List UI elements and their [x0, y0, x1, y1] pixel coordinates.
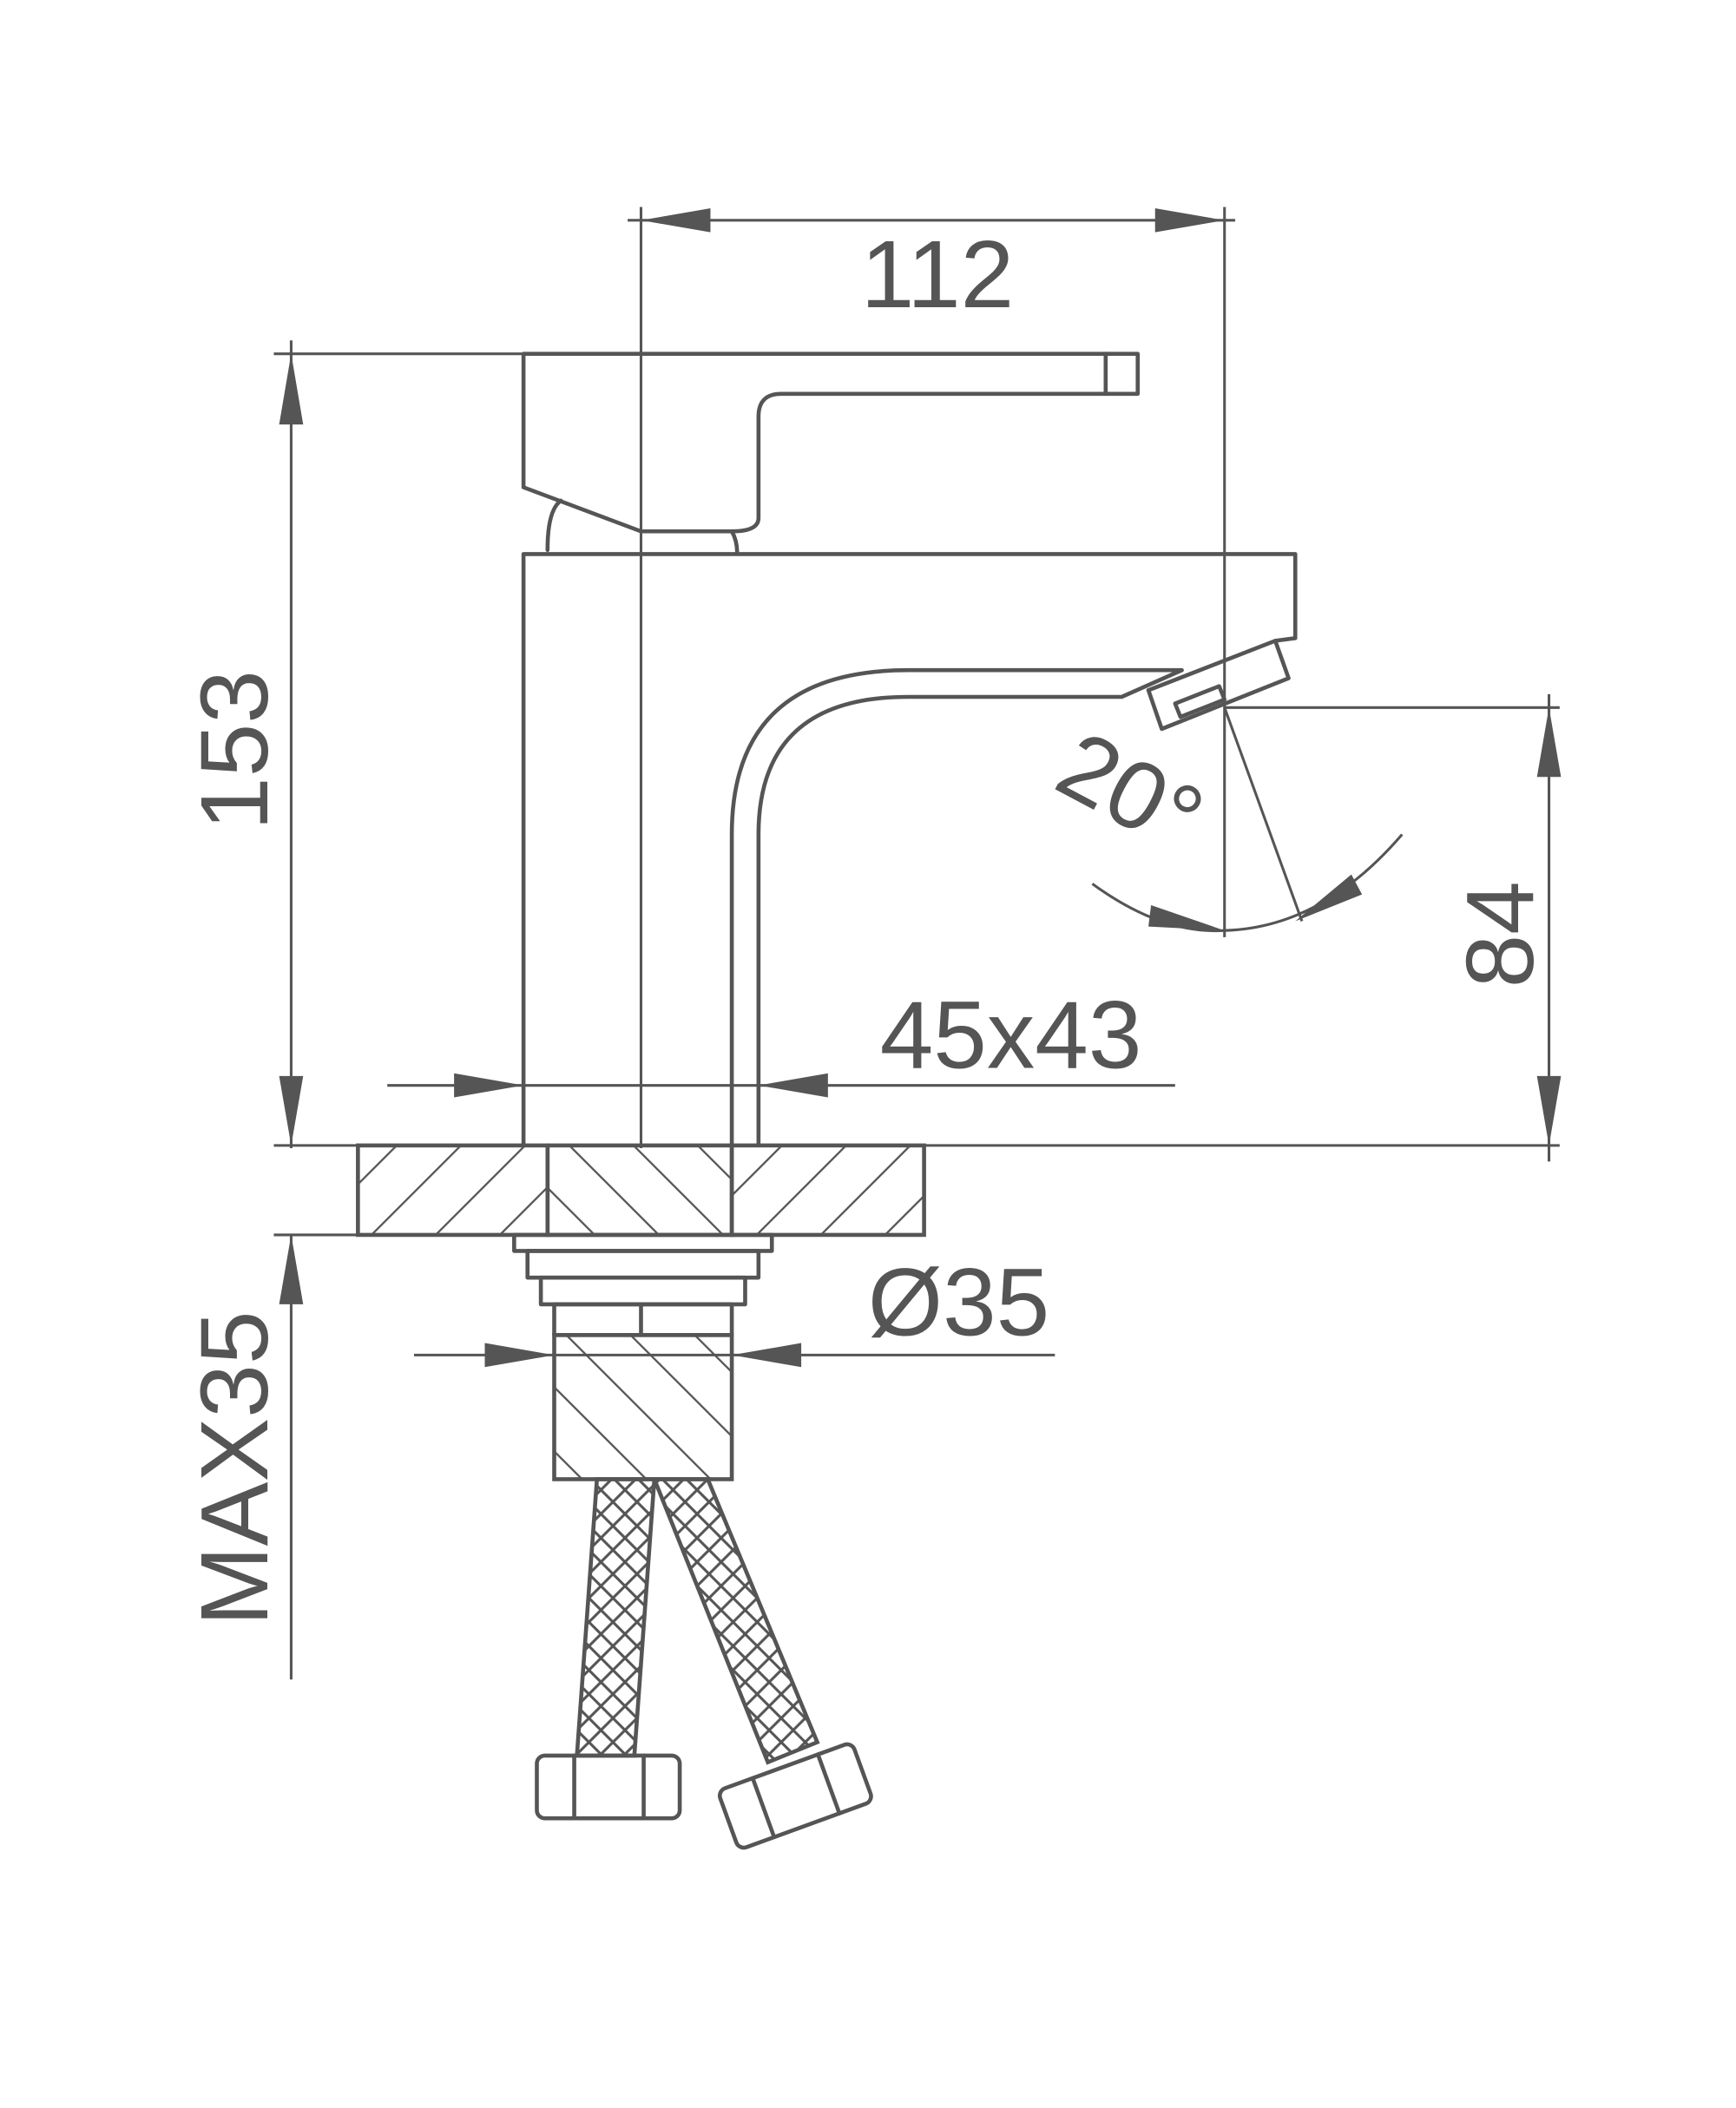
hose-nut-right — [717, 1742, 873, 1850]
dimension-label-max35: MAX35 — [181, 1311, 288, 1626]
dimension-max35: MAX35 — [181, 1234, 304, 1680]
dimension-label-153: 153 — [181, 670, 288, 831]
dimension-153: 153 — [181, 340, 524, 1148]
dimension-label-84: 84 — [1447, 881, 1554, 988]
aerator — [1146, 639, 1291, 732]
dimension-112: 112 — [628, 207, 1236, 1148]
dimension-diameter-35: Ø35 — [413, 1249, 1055, 1368]
dimension-84: 84 — [1224, 693, 1562, 1162]
dimension-label-20-degrees: 20° — [1041, 711, 1220, 873]
hose-nut-left — [535, 1753, 682, 1821]
supply-hose-right — [651, 1477, 873, 1850]
dimension-label-diameter-35: Ø35 — [868, 1249, 1049, 1356]
faucet-handle — [521, 351, 1141, 555]
supply-hose-left — [535, 1477, 682, 1821]
mounting-shank — [512, 1232, 774, 1481]
dimension-label-112: 112 — [861, 221, 1015, 328]
dimension-45x43: 45x43 — [387, 982, 1175, 1098]
dimension-label-45x43: 45x43 — [880, 982, 1142, 1089]
countertop-section — [273, 1143, 1560, 1238]
angle-20: 20° — [1041, 706, 1404, 933]
faucet-body — [521, 552, 1298, 1148]
